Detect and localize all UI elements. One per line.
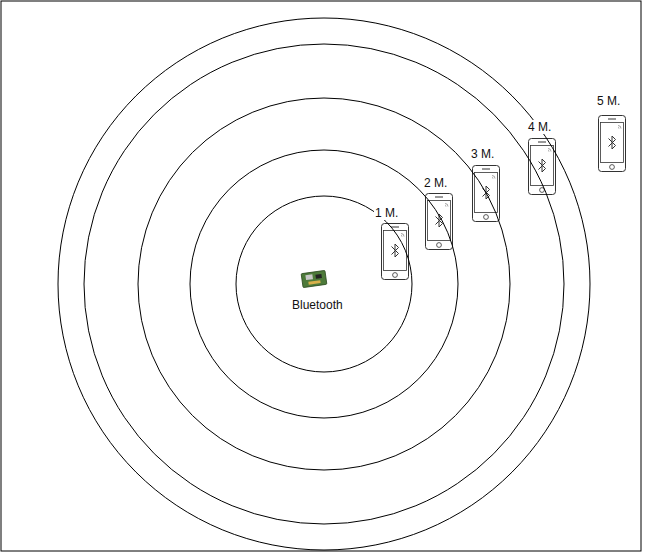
board-icon — [301, 270, 327, 287]
distance-label: 2 M. — [423, 176, 448, 190]
range-circles — [58, 18, 590, 550]
frame — [1, 1, 641, 551]
distance-label: 1 M. — [374, 206, 399, 220]
device-label: Bluetooth — [291, 298, 344, 312]
distance-label: 4 M. — [527, 120, 552, 134]
distance-label: 5 M. — [596, 94, 621, 108]
distance-label: 3 M. — [470, 147, 495, 161]
